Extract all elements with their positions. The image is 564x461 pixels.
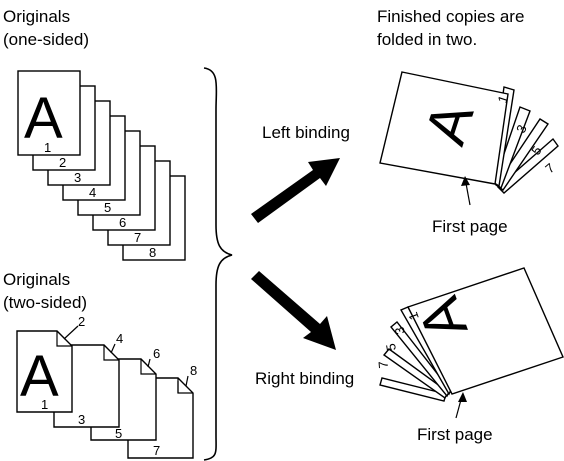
heading-one-sided-line2: (one-sided) — [3, 30, 89, 49]
page-number: 8 — [149, 245, 156, 260]
heading-two-sided-line2: (two-sided) — [3, 293, 87, 312]
finished-copies-line1: Finished copies are — [377, 7, 524, 26]
page-number: 7 — [134, 230, 141, 245]
page-number: 2 — [59, 155, 66, 170]
leader-line — [110, 343, 116, 354]
booklet-cover — [407, 267, 564, 395]
page-letter-a: A — [24, 86, 63, 151]
page-number: 1 — [44, 140, 51, 155]
fan-number: 5 — [383, 342, 399, 352]
fan-page — [390, 320, 451, 398]
page-number: 6 — [119, 215, 126, 230]
pointer-arrowhead — [461, 176, 470, 186]
one-sided-stack: A 1 2 3 4 5 6 7 8 — [17, 70, 186, 261]
booklet-cover — [379, 71, 509, 185]
left-binding-label: Left binding — [262, 123, 350, 142]
right-binding-booklet: A 1 3 5 7 — [375, 267, 564, 419]
page-number: 3 — [78, 412, 85, 427]
sheet-corner-fold — [140, 359, 156, 375]
fan-number: 3 — [392, 325, 408, 336]
page-number: 5 — [115, 426, 122, 441]
pointer-arrowhead — [458, 392, 467, 402]
page-number: 5 — [104, 200, 111, 215]
page-number: 3 — [74, 170, 81, 185]
sheet-1-2 — [16, 330, 73, 413]
arrow-down-right — [251, 271, 336, 350]
finished-copies-line2: folded in two. — [377, 30, 477, 49]
leader-line — [63, 325, 79, 340]
heading-two-sided-line1: Originals — [3, 270, 70, 289]
fan-number: 1 — [405, 310, 422, 322]
fan-number: 7 — [375, 361, 391, 370]
first-page-label-bottom: First page — [417, 425, 493, 444]
page-number: 8 — [190, 363, 197, 378]
heading-one-sided-line1: Originals — [3, 7, 70, 26]
left-binding-booklet: A 1 3 5 7 — [379, 71, 559, 206]
fan-page — [496, 137, 559, 194]
first-page-label-top: First page — [432, 217, 508, 236]
page-1 — [17, 70, 81, 156]
leader-line — [147, 358, 151, 368]
sheet-corner-fold — [103, 345, 119, 361]
page-letter-a: A — [20, 344, 59, 409]
arrow-up-right — [251, 158, 340, 223]
fan-number: 1 — [495, 93, 512, 105]
page-number: 7 — [153, 443, 160, 458]
leader-line — [185, 375, 189, 387]
fan-number: 7 — [542, 160, 557, 176]
fan-page — [379, 377, 447, 402]
page-number: 4 — [89, 185, 96, 200]
sheet-corner-fold — [56, 331, 72, 347]
two-sided-stack: A 1 3 5 7 2 4 6 8 — [16, 314, 197, 459]
fan-page — [382, 348, 449, 400]
page-number: 2 — [78, 314, 85, 329]
page-number: 4 — [116, 331, 123, 346]
page-number: 1 — [41, 397, 48, 412]
page-number: 6 — [153, 346, 160, 361]
curly-brace — [203, 67, 233, 461]
right-binding-label: Right binding — [255, 369, 354, 388]
